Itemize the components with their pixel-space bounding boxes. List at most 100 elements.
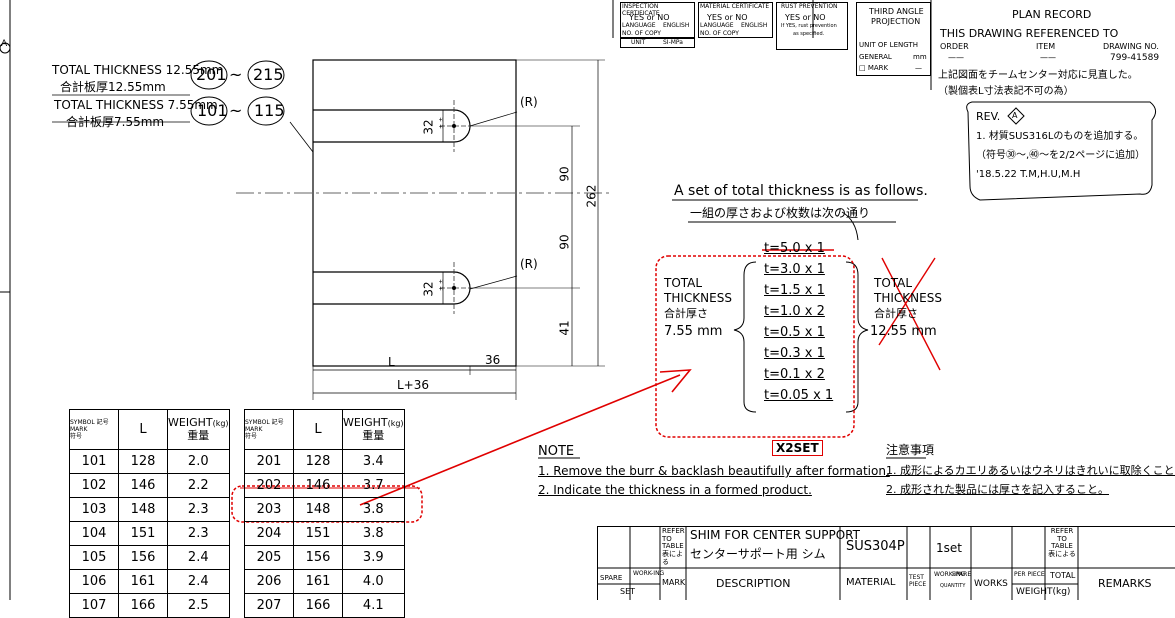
length-cell: 151 xyxy=(118,521,168,546)
weight-cell: 3.4 xyxy=(342,449,405,474)
no-of-copy-label: NO. OF COPY xyxy=(700,30,739,37)
tilde-symbol: ~ xyxy=(229,101,243,120)
set-item: t=5.0 x 1 xyxy=(764,241,825,256)
left-thickness-jp: 合計厚さ xyxy=(664,307,708,320)
mark-cell: 104 xyxy=(69,521,119,546)
set-item: t=1.5 x 1 xyxy=(764,283,825,298)
weight-cell: 2.4 xyxy=(167,545,230,570)
mark-cell: 105 xyxy=(69,545,119,570)
english-label: ENGLISH xyxy=(663,22,690,29)
weight-jp-label: 重量 xyxy=(187,428,210,442)
length-cell: 151 xyxy=(293,521,343,546)
dim-90-bottom: 90 xyxy=(557,234,572,250)
rust-prevention-title: RUST PREVENTION xyxy=(781,3,838,10)
weight-label: WEIGHT xyxy=(343,416,388,430)
mm-label: mm xyxy=(913,53,927,61)
dim-262: 262 xyxy=(584,184,599,208)
total-thickness-7-jp: 合計板厚7.55mm xyxy=(66,115,165,129)
weight-cell: 3.7 xyxy=(342,473,405,498)
note-line-2: 2. Indicate the thickness in a formed pr… xyxy=(538,483,812,497)
range-start-101: 101 xyxy=(197,101,228,120)
dim-32-bottom: 32 xyxy=(421,281,436,297)
length-cell: 128 xyxy=(293,449,343,474)
unit-label: UNIT xyxy=(631,39,646,46)
weight-jp-label: 重量 xyxy=(362,428,385,442)
mark-label: □ MARK xyxy=(859,64,889,72)
range-end-215: 215 xyxy=(253,65,284,84)
plan-note-jp-1: 上記図面をチームセンター対応に見直した。 xyxy=(938,70,1138,81)
rev-mark-letter: A xyxy=(1012,111,1018,120)
dim-41: 41 xyxy=(557,320,572,336)
length-cell: 146 xyxy=(293,473,343,498)
material-cert-box: MATERIAL CERTIFICATE YES or NO LANGUAGE … xyxy=(698,2,773,38)
test-piece-label: TEST PIECE xyxy=(909,574,927,589)
working-label-2: WORK-ING xyxy=(934,571,966,578)
note-line-1: 1. Remove the burr & backlash beautifull… xyxy=(538,464,890,478)
description-label: DESCRIPTION xyxy=(716,577,791,590)
note-jp-line-1: 1. 成形によるカエリあるいはウネリはきれいに取除くこと。 xyxy=(886,464,1175,477)
refer-to-table-label-2: REFER TO TABLE 表による xyxy=(1048,527,1076,559)
weight-cell: 2.4 xyxy=(167,569,230,594)
length-cell: 161 xyxy=(118,569,168,594)
rev-label: REV. xyxy=(976,110,1001,123)
mark-column-label: MARK xyxy=(662,578,686,587)
mark-cell: 205 xyxy=(244,545,294,570)
right-total-label: TOTAL xyxy=(874,276,913,290)
set-item: t=0.5 x 1 xyxy=(764,325,825,340)
projection-line-1: THIRD ANGLE xyxy=(869,7,924,16)
range-end-115: 115 xyxy=(254,101,285,120)
set-title-jp: 一組の厚さおよび枚数は次の通り xyxy=(690,206,871,220)
part-name: SHIM FOR CENTER SUPPORT xyxy=(690,528,860,542)
spare-label-2: SPARE xyxy=(952,571,972,578)
weight-label: WEIGHT xyxy=(168,416,213,430)
rust-prevention-value: YES or NO xyxy=(785,13,826,22)
rust-note-1: If YES, rust prevention xyxy=(781,23,837,29)
total-thickness-7-label: TOTAL THICKNESS 7.55mm xyxy=(54,98,218,112)
rev-line-2: （符号㉚～,㊵～を2/2ページに追加） xyxy=(976,150,1146,161)
radius-bottom: (R) xyxy=(520,257,538,271)
projection-box: THIRD ANGLE PROJECTION UNIT OF LENGTH GE… xyxy=(856,2,931,76)
set-label: SET xyxy=(620,587,636,596)
mark-cell: 102 xyxy=(69,473,119,498)
material-value: SUS304P xyxy=(846,539,905,554)
mark-dash: — xyxy=(915,64,922,72)
referenced-to-label: THIS DRAWING REFERENCED TO xyxy=(940,27,1119,40)
right-thickness-label: THICKNESS xyxy=(874,291,942,305)
weight-cell: 3.8 xyxy=(342,521,405,546)
order-label: ORDER xyxy=(940,42,969,51)
mark-cell: 206 xyxy=(244,569,294,594)
total-thickness-12-label: TOTAL THICKNESS 12.55mm xyxy=(52,63,224,77)
unit-box: UNIT SI-MPa xyxy=(620,38,695,48)
table-header-weight: WEIGHT(kg)重量 xyxy=(342,409,405,450)
length-cell: 148 xyxy=(118,497,168,522)
table-header-L: L xyxy=(118,409,168,450)
inspection-cert-title: INSPECTION CERTIFICATE xyxy=(622,3,660,17)
mark-label: MARK xyxy=(245,425,263,433)
length-cell: 156 xyxy=(118,545,168,570)
english-label: ENGLISH xyxy=(741,22,768,29)
rev-line-1: 1. 材質SUS316Lのものを追加する。 xyxy=(976,131,1144,142)
drawing-lines xyxy=(0,0,1156,600)
length-cell: 166 xyxy=(293,593,343,618)
total-label: TOTAL xyxy=(1050,571,1076,580)
right-thickness-value: 12.55 mm xyxy=(870,324,937,339)
left-thickness-label: THICKNESS xyxy=(664,291,732,305)
mark-cell: 106 xyxy=(69,569,119,594)
plan-record-title: PLAN RECORD xyxy=(1012,8,1092,21)
unit-of-length-label: UNIT OF LENGTH xyxy=(859,41,918,49)
length-cell: 146 xyxy=(118,473,168,498)
order-value: —— xyxy=(948,53,964,62)
rust-note-2: as specified. xyxy=(793,31,825,37)
rev-line-3: '18.5.22 T.M,H.U,M.H xyxy=(976,169,1081,180)
right-thickness-jp: 合計厚さ xyxy=(874,307,918,320)
